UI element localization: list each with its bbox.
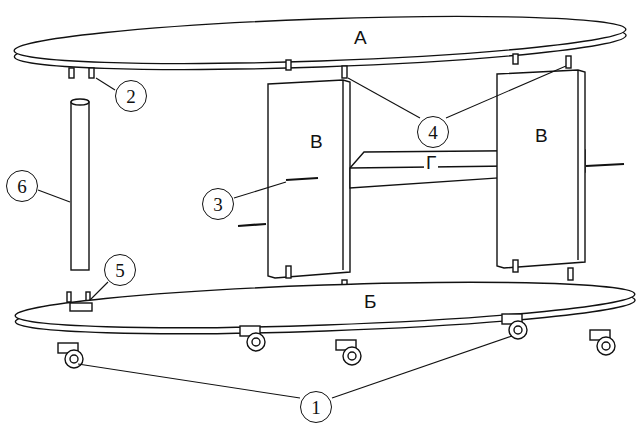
callout-circle: 2 [115,80,147,112]
part-letter: В [308,132,325,153]
callout-circle: 1 [300,391,332,423]
callout-number: 6 [17,177,27,196]
bottom-board [14,274,635,342]
casters [58,314,615,368]
callout-circle: 4 [417,116,449,148]
callout-number: 3 [213,195,223,214]
part-letter: В [533,126,550,147]
callout-circle: 6 [6,170,38,202]
callout-circle: 5 [104,254,136,286]
leg-socket [70,303,92,311]
callout-number: 1 [311,398,321,417]
top-dowels [69,54,571,78]
part-letter: А [352,28,369,49]
leg [71,99,89,270]
left-panel [268,80,350,278]
callout-circle: 3 [202,188,234,220]
callout-number: 2 [126,87,136,106]
part-letter: Г [424,153,438,174]
top-board [13,8,626,77]
right-panel [497,70,585,268]
callout-number: 5 [115,261,125,280]
leader-lines [38,66,566,398]
part-letter: Б [362,292,378,313]
callout-number: 4 [428,123,438,142]
